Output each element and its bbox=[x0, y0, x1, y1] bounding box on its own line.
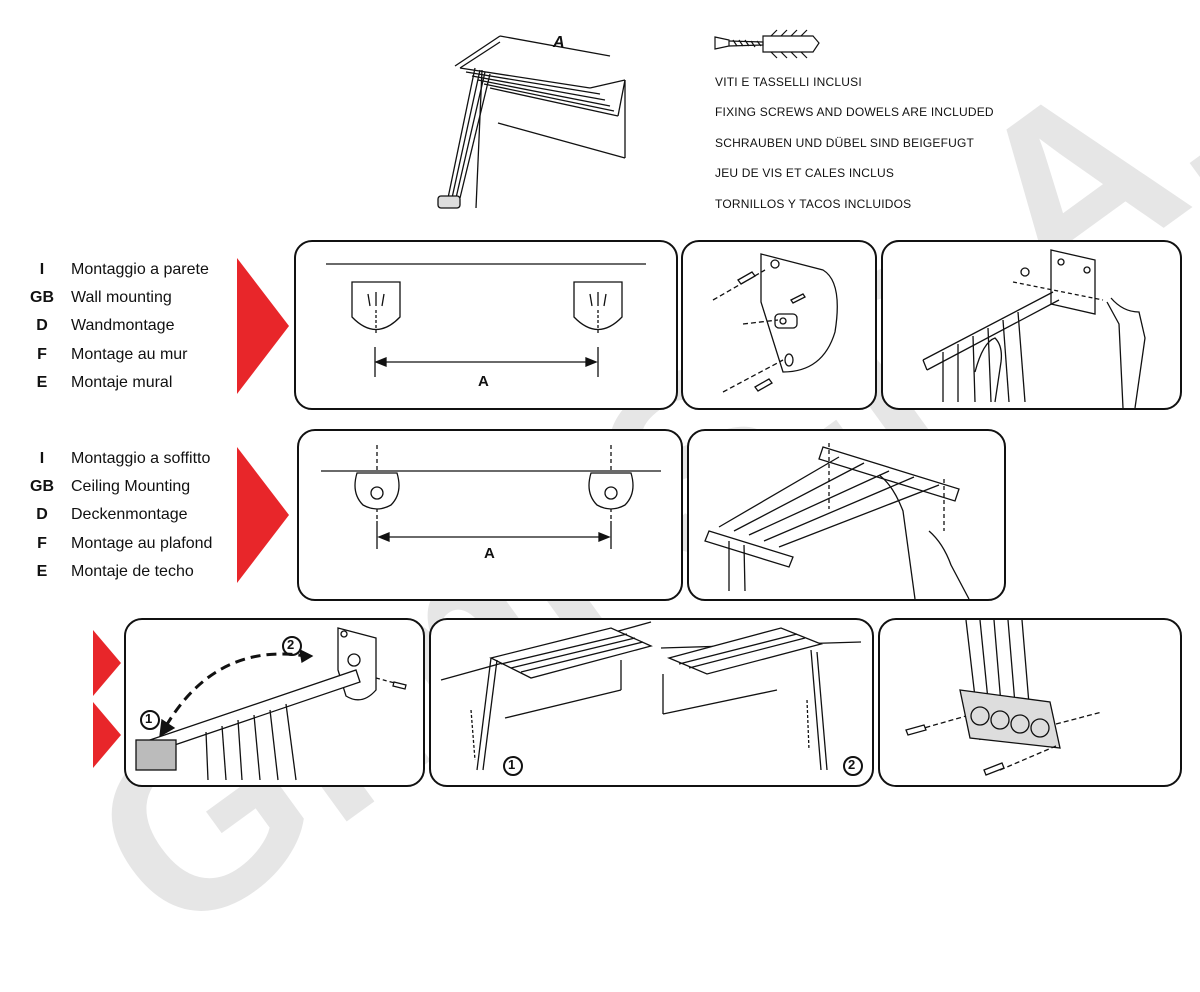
lang-code: E bbox=[36, 563, 48, 580]
airer-overview-diagram bbox=[437, 35, 626, 209]
lang-code: GB bbox=[30, 478, 54, 495]
lang-code: GB bbox=[30, 289, 54, 306]
step-number-2: 2 bbox=[287, 637, 295, 652]
lang-label: Montaje mural bbox=[71, 374, 173, 391]
assembly-steps-panel: 1 2 bbox=[124, 618, 425, 787]
wall-bracket-screws-panel bbox=[681, 240, 877, 410]
wall-dimension-label: A bbox=[478, 373, 489, 390]
lang-label: Ceiling Mounting bbox=[71, 478, 191, 495]
step-number-2: 2 bbox=[848, 757, 856, 772]
screw-dowel-icon bbox=[714, 29, 820, 59]
lang-label: Wall mounting bbox=[71, 289, 172, 306]
wall-mounting-arrow-icon bbox=[237, 258, 289, 394]
lang-code: D bbox=[36, 317, 48, 334]
raise-lower-steps-panel: 1 2 bbox=[429, 618, 874, 787]
step-number-1: 1 bbox=[508, 757, 516, 772]
lang-label: Montaggio a parete bbox=[71, 261, 209, 278]
lang-label: Deckenmontage bbox=[71, 506, 188, 523]
step-arrow-icon bbox=[93, 702, 121, 768]
fixings-note-it: VITI E TASSELLI INCLUSI bbox=[715, 75, 862, 89]
fixings-note-gb: FIXING SCREWS AND DOWELS ARE INCLUDED bbox=[715, 105, 994, 119]
step-number-1: 1 bbox=[145, 711, 153, 726]
step-arrow-icon bbox=[93, 630, 121, 696]
lang-code: F bbox=[37, 346, 47, 363]
lang-label: Montaggio a soffitto bbox=[71, 450, 211, 467]
top-dimension-label: A bbox=[553, 34, 565, 51]
lang-code: D bbox=[36, 506, 48, 523]
fixings-note-de: SCHRAUBEN UND DÜBEL SIND BEIGEFUGT bbox=[715, 136, 975, 150]
wall-fit-hands-panel bbox=[881, 240, 1182, 410]
lang-label: Montage au mur bbox=[71, 346, 188, 363]
lang-label: Montage au plafond bbox=[71, 535, 213, 552]
lang-code: I bbox=[39, 450, 45, 467]
ceiling-dimension-label: A bbox=[484, 545, 495, 562]
ceiling-fit-hands-panel bbox=[687, 429, 1006, 601]
wall-bracket-spacing-panel: A bbox=[294, 240, 678, 410]
lang-code: E bbox=[36, 374, 48, 391]
lang-code: I bbox=[39, 261, 45, 278]
fixings-note-es: TORNILLOS Y TACOS INCLUIDOS bbox=[715, 197, 912, 211]
lang-label: Wandmontage bbox=[71, 317, 175, 334]
lang-code: F bbox=[37, 535, 47, 552]
ceiling-mounting-arrow-icon bbox=[237, 447, 289, 583]
lang-label: Montaje de techo bbox=[71, 563, 194, 580]
cord-cleat-fixing-panel bbox=[878, 618, 1182, 787]
fixings-note-fr: JEU DE VIS ET CALES INCLUS bbox=[715, 166, 895, 180]
ceiling-bracket-spacing-panel: A bbox=[297, 429, 683, 601]
